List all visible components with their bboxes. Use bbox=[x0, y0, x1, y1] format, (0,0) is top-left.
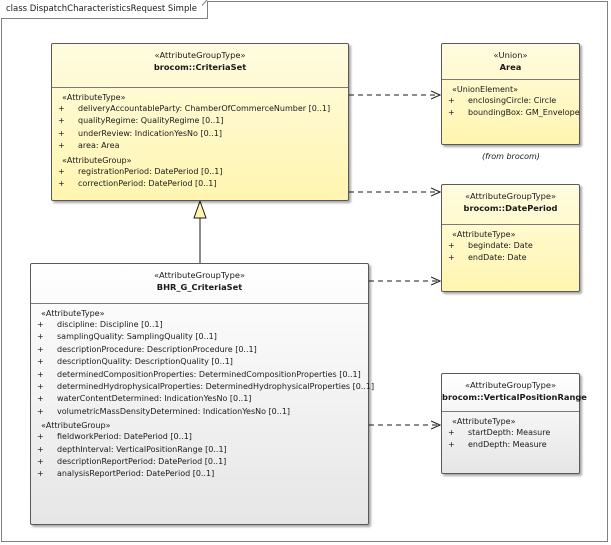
section-label: «AttributeGroup» bbox=[41, 421, 111, 431]
attribute-row: +endDepth: Measure bbox=[448, 440, 547, 450]
package-note: (from brocom) bbox=[482, 152, 540, 161]
class-area[interactable]: «Union» Area «UnionElement» +enclosingCi… bbox=[441, 43, 580, 145]
attribute-row: +fieldworkPeriod: DatePeriod [0..1] bbox=[37, 432, 192, 442]
attribute-row: +descriptionQuality: DescriptionQuality … bbox=[37, 357, 233, 367]
attribute-row: +underReview: IndicationYesNo [0..1] bbox=[58, 128, 222, 138]
section-label: «AttributeType» bbox=[452, 230, 516, 239]
attribute-row: +descriptionReportPeriod: DatePeriod [0.… bbox=[37, 457, 227, 467]
attribute-row: +qualityRegime: QualityRegime [0..1] bbox=[58, 116, 224, 126]
attributes-compartment: «AttributeType» +discipline: Discipline … bbox=[31, 303, 375, 483]
section-label: «UnionElement» bbox=[452, 85, 519, 94]
attribute-row: +samplingQuality: SamplingQuality [0..1] bbox=[37, 332, 217, 342]
class-bhr-g-criteria-set[interactable]: «AttributeGroupType» BHR_G_CriteriaSet «… bbox=[30, 263, 375, 525]
class-name: brocom::CriteriaSet bbox=[153, 62, 247, 72]
diagram-title: class DispatchCharacteristicsRequest Sim… bbox=[1, 1, 208, 19]
attribute-row: +descriptionProcedure: DescriptionProced… bbox=[37, 344, 257, 354]
attribute-row: +discipline: Discipline [0..1] bbox=[37, 320, 163, 329]
generalization-arrowhead bbox=[193, 199, 207, 219]
attribute-row: +area: Area bbox=[58, 141, 120, 151]
section-label: «AttributeType» bbox=[41, 309, 105, 318]
attributes-compartment: «AttributeType» +begindate: Date +endDat… bbox=[442, 224, 579, 267]
attribute-row: +waterContentDetermined: IndicationYesNo… bbox=[37, 394, 252, 404]
class-stereotype: «Union» bbox=[493, 50, 528, 60]
attribute-row: +enclosingCircle: Circle bbox=[448, 96, 557, 105]
class-stereotype: «AttributeGroupType» bbox=[464, 191, 557, 201]
class-stereotype: «AttributeGroupType» bbox=[153, 270, 246, 280]
class-date-period[interactable]: «AttributeGroupType» brocom::DatePeriod … bbox=[441, 184, 580, 292]
attribute-row: +correctionPeriod: DatePeriod [0..1] bbox=[58, 179, 217, 189]
class-name: Area bbox=[499, 62, 522, 72]
class-stereotype: «AttributeGroupType» bbox=[464, 380, 557, 390]
attribute-row: +begindate: Date bbox=[448, 241, 533, 250]
attributes-compartment: «AttributeType» +deliveryAccountablePart… bbox=[52, 87, 348, 192]
section-label: «AttributeType» bbox=[62, 93, 126, 102]
section-label: «AttributeGroup» bbox=[62, 155, 132, 165]
attribute-row: +depthInterval: VerticalPositionRange [0… bbox=[37, 444, 227, 454]
class-name: brocom::DatePeriod bbox=[463, 203, 558, 213]
attribute-row: +startDepth: Measure bbox=[448, 428, 551, 437]
attribute-row: +boundingBox: GM_Envelope bbox=[448, 108, 580, 118]
attribute-row: +deliveryAccountableParty: ChamberOfComm… bbox=[58, 104, 331, 113]
class-criteria-set[interactable]: «AttributeGroupType» brocom::CriteriaSet… bbox=[51, 43, 349, 201]
attribute-row: +registrationPeriod: DatePeriod [0..1] bbox=[58, 166, 223, 176]
class-name: BHR_G_CriteriaSet bbox=[156, 282, 243, 292]
section-label: «AttributeType» bbox=[452, 417, 516, 426]
attributes-compartment: «UnionElement» +enclosingCircle: Circle … bbox=[442, 79, 580, 122]
attributes-compartment: «AttributeType» +startDepth: Measure +en… bbox=[442, 411, 579, 454]
class-vertical-position-range[interactable]: «AttributeGroupType» brocom::VerticalPos… bbox=[441, 373, 587, 474]
class-stereotype: «AttributeGroupType» bbox=[154, 50, 246, 60]
attribute-row: +determinedHydrophysicalProperties: Dete… bbox=[37, 382, 375, 392]
attribute-row: +endDate: Date bbox=[448, 253, 527, 263]
attribute-row: +volumetricMassDensityDetermined: Indica… bbox=[37, 406, 291, 416]
class-name: brocom::VerticalPositionRange bbox=[442, 392, 587, 402]
attribute-row: +determinedCompositionProperties: Determ… bbox=[37, 369, 361, 379]
attribute-row: +analysisReportPeriod: DatePeriod [0..1] bbox=[37, 469, 215, 479]
